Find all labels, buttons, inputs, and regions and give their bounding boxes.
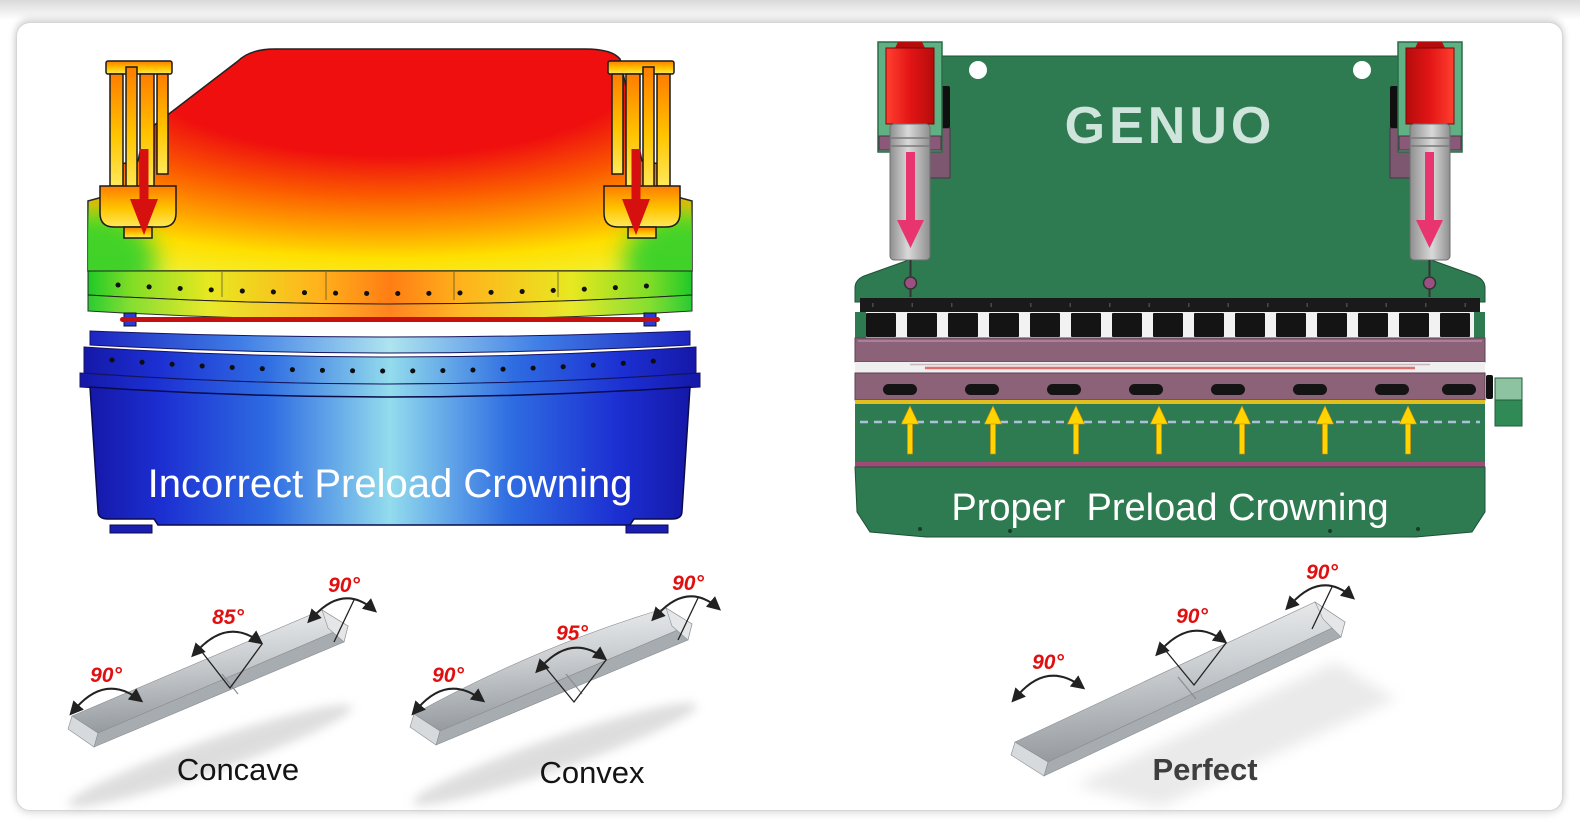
angle-left: 90° — [90, 664, 122, 687]
sample-shadow — [1075, 662, 1396, 807]
sample-caption-perfect: Perfect — [1152, 752, 1258, 787]
proper-caption: Proper Preload Crowning — [951, 487, 1388, 529]
ram-lower-beam — [87, 270, 693, 321]
brand-logo: GENUO — [1065, 97, 1276, 155]
punch-clamp-row — [866, 313, 1470, 337]
incorrect-crowning-illustration: Incorrect Preload Crowning — [79, 48, 701, 534]
cylinder-down-arrow-icon — [897, 152, 924, 248]
top-shadow — [0, 0, 1580, 20]
hydraulic-cylinder-left — [99, 60, 177, 239]
angle-middle: 95° — [556, 622, 588, 645]
frame-hole-left — [969, 61, 987, 79]
sample-caption-concave: Concave — [176, 752, 300, 787]
workpiece-line — [120, 312, 660, 327]
frame-hole-right — [1353, 61, 1371, 79]
sample-caption-convex: Convex — [539, 755, 645, 790]
angle-left: 90° — [432, 664, 464, 687]
angle-middle: 85° — [212, 606, 244, 629]
angle-right: 90° — [328, 574, 360, 597]
angle-annotations — [411, 595, 722, 716]
sample-convex-illustration: 90° 95° 90° — [409, 572, 722, 806]
crowning-up-arrows — [901, 405, 1417, 455]
lower-apron: Proper Preload Crowning — [854, 466, 1486, 538]
angle-right: 90° — [1306, 561, 1338, 584]
angle-right: 90° — [672, 572, 704, 595]
die-slot-row — [883, 384, 1476, 395]
sample-concave-illustration: 90° 85° 90° — [67, 574, 378, 808]
sample-shadow — [68, 704, 352, 808]
proper-crowning-illustration: GENUO — [854, 41, 1523, 538]
cylinder-assembly-left — [877, 41, 951, 297]
angle-middle: 90° — [1176, 605, 1208, 628]
sample-shadow — [413, 702, 697, 806]
perfect-bar — [1010, 601, 1346, 777]
angle-left: 90° — [1032, 651, 1064, 674]
press-force-down-arrow-icon — [130, 149, 158, 235]
angle-annotations — [1011, 584, 1356, 703]
bed-heatmap-body: Incorrect Preload Crowning — [79, 330, 701, 534]
incorrect-caption: Incorrect Preload Crowning — [148, 462, 633, 506]
side-control-box — [1486, 375, 1523, 427]
crowning-zone — [855, 404, 1485, 467]
angle-annotations — [69, 597, 378, 716]
sample-perfect-illustration: 90° 90° 90° — [1010, 561, 1396, 807]
tooling-rows — [854, 298, 1486, 404]
hydraulic-cylinder-right — [603, 60, 681, 239]
